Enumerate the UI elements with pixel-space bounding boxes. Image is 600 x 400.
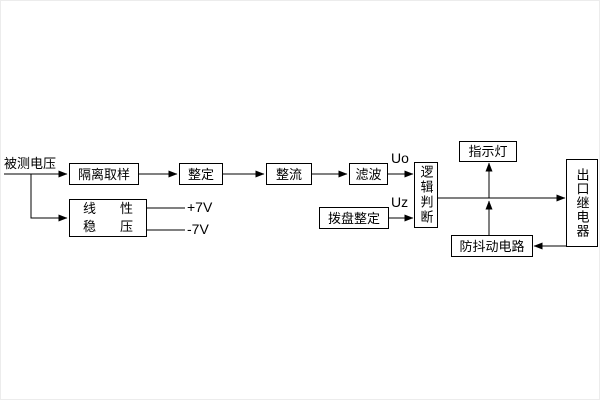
node-isolation-sampling-label: 隔离取样 xyxy=(77,166,130,182)
node-rectifier: 整流 xyxy=(266,163,312,185)
node-filter-label: 滤波 xyxy=(355,166,382,182)
node-linear-regulator-label-line2: 稳压 xyxy=(83,219,133,234)
input-voltage-label: 被测电压 xyxy=(4,156,57,171)
node-filter: 滤波 xyxy=(349,163,388,185)
node-indicator-light-label: 指示灯 xyxy=(468,144,508,159)
signal-uz-label: Uz xyxy=(391,194,409,210)
node-antishake-circuit-label: 防抖动电路 xyxy=(459,238,525,254)
node-indicator-light: 指示灯 xyxy=(459,141,517,162)
node-logic-judgment-label: 逻辑判断 xyxy=(418,165,434,225)
node-dial-setting: 拨盘整定 xyxy=(319,207,389,229)
node-logic-judgment: 逻辑判断 xyxy=(414,162,438,228)
node-output-relay: 出口继电器 xyxy=(566,159,598,247)
node-linear-regulator-label-line1: 线性 xyxy=(83,201,133,216)
node-antishake-circuit: 防抖动电路 xyxy=(451,235,533,257)
node-isolation-sampling: 隔离取样 xyxy=(69,163,139,185)
node-setting: 整定 xyxy=(179,163,223,185)
minus-7v-label: -7V xyxy=(187,221,209,237)
node-output-relay-label: 出口继电器 xyxy=(574,168,590,238)
node-setting-label: 整定 xyxy=(187,166,214,182)
wire-input-to-regulator xyxy=(30,174,68,222)
plus-7v-label: +7V xyxy=(187,199,213,215)
node-linear-regulator: 线性 稳压 xyxy=(69,199,147,237)
node-rectifier-label: 整流 xyxy=(275,166,302,182)
node-dial-setting-label: 拨盘整定 xyxy=(327,210,380,226)
signal-uo-label: Uo xyxy=(391,150,409,166)
